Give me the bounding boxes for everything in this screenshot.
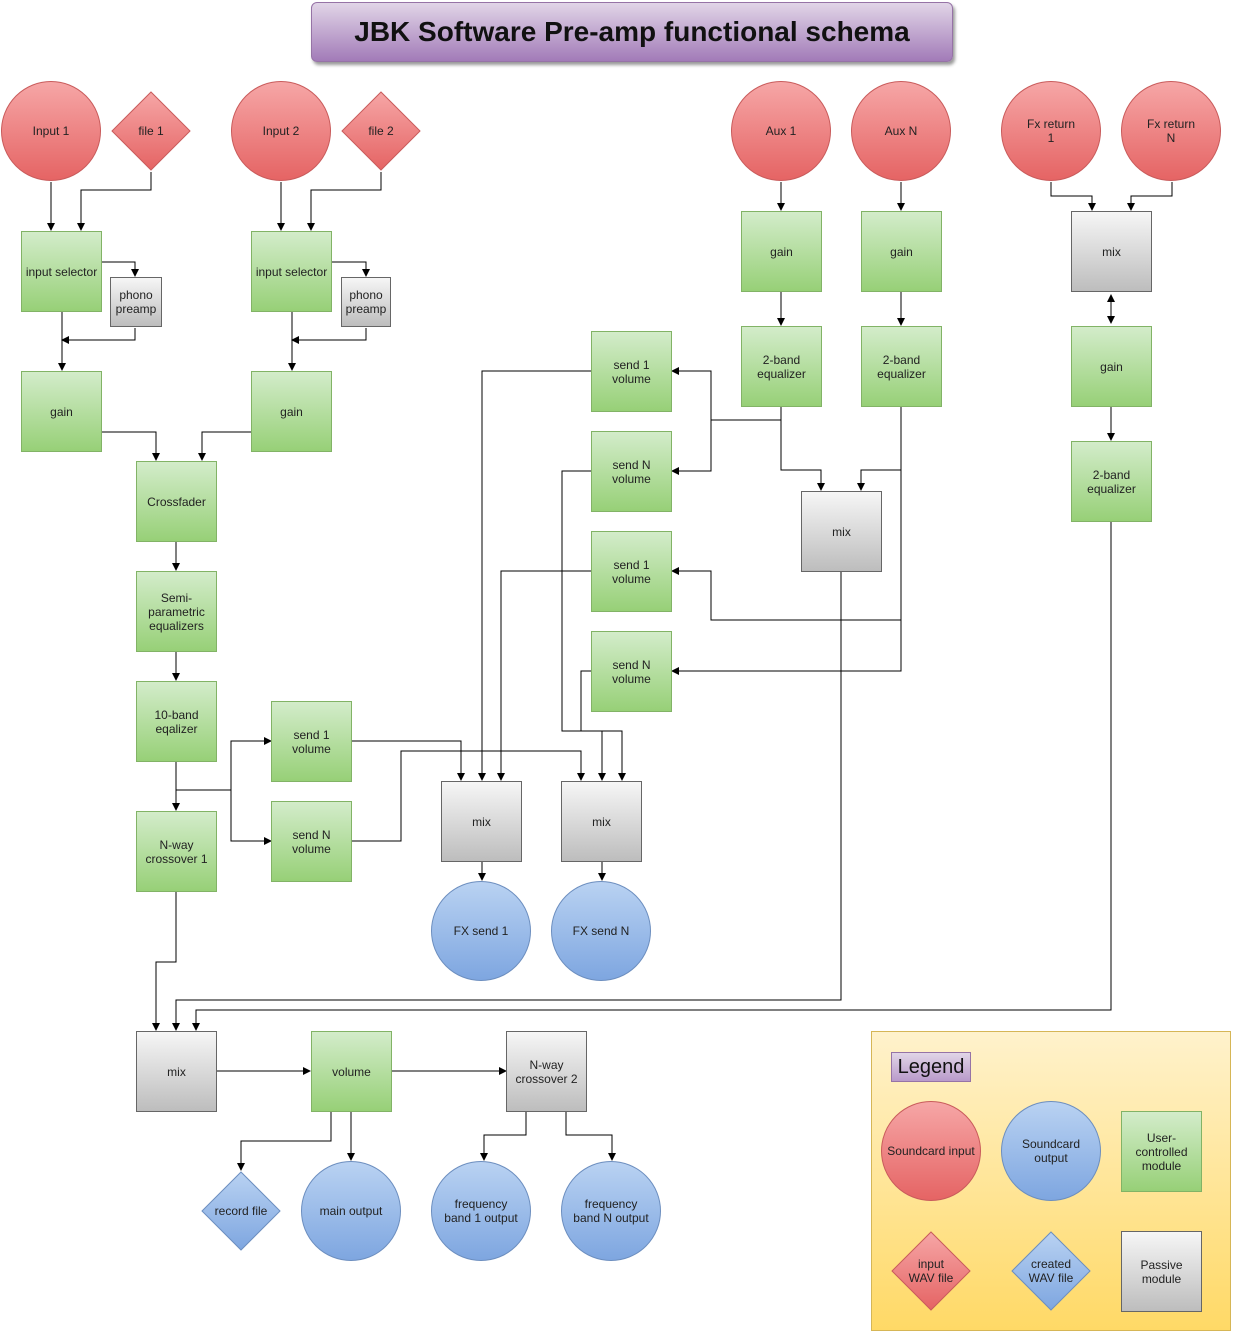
legend-soundcard-input: Soundcard input [881,1101,981,1201]
connector [671,407,902,675]
input-selector-1: input selector [21,231,102,312]
connector [291,328,367,344]
file-1-label: file 1 [138,124,164,138]
diamond-shape [891,1231,971,1311]
mix-aux: mix [801,491,882,572]
connector [152,892,177,1031]
gain-input-2: gain [251,371,332,452]
connector [561,470,606,781]
connector [332,261,370,277]
legend-input-wav-file: input WAV file [891,1231,971,1311]
connector [857,407,902,491]
two-band-equalizer-aux-1: 2-band equalizer [741,326,822,407]
connector [307,172,382,231]
diagram-title-text: JBK Software Pre-amp functional schema [354,16,910,47]
mix-fx-send-n: mix [561,781,642,862]
connector [1127,182,1173,211]
input-1-node: Input 1 [1,81,101,181]
connector [61,328,136,344]
diamond-shape [201,1171,281,1251]
phono-preamp-2: phono preamp [341,277,391,327]
send-1-volume-main: send 1 volume [271,701,352,782]
connector [480,1112,527,1161]
semi-parametric-equalizers: Semi- parametric equalizers [136,571,217,652]
send-n-volume-aux-1: send N volume [591,431,672,512]
connector [198,431,251,461]
send-n-volume-main: send N volume [271,801,352,882]
gain-fx-return: gain [1071,326,1152,407]
send-n-volume-aux-n: send N volume [591,631,672,712]
n-way-crossover-1: N-way crossover 1 [136,811,217,892]
n-way-crossover-2: N-way crossover 2 [506,1031,587,1112]
file-2-label: file 2 [368,124,394,138]
connector [102,261,139,277]
main-output: main output [301,1161,401,1261]
connector [580,670,626,781]
connector [497,570,591,781]
gain-input-1: gain [21,371,102,452]
record-file-label: record file [214,1204,268,1218]
connector [192,522,1112,1031]
mix-fx-send-1: mix [441,781,522,862]
diamond-shape [111,91,191,171]
send-1-volume-aux-n: send 1 volume [591,531,672,612]
aux-1-node: Aux 1 [731,81,831,181]
ten-band-equalizer: 10-band eqalizer [136,681,217,762]
connector [102,431,160,461]
file-1-node: file 1 [111,91,191,171]
legend-user-controlled-module: User- controlled module [1121,1111,1202,1192]
diamond-shape [1011,1231,1091,1311]
legend-passive-module: Passive module [1121,1231,1202,1312]
connector [671,407,782,475]
connector [352,750,585,842]
input-selector-2: input selector [251,231,332,312]
record-file-node: record file [201,1171,281,1251]
frequency-band-n-output: frequency band N output [561,1161,661,1261]
legend-created-wav-file: created WAV file [1011,1231,1091,1311]
connector [352,740,465,781]
legend-title: Legend [891,1052,971,1082]
fx-send-n-output: FX send N [551,881,651,981]
legend-input-wav-label: input WAV file [908,1257,954,1285]
crossfader: Crossfader [136,461,217,542]
gain-aux-1: gain [741,211,822,292]
input-2-node: Input 2 [231,81,331,181]
connector [1050,182,1096,211]
connector [172,572,842,1031]
connector [565,1112,616,1161]
frequency-band-1-output: frequency band 1 output [431,1161,531,1261]
two-band-equalizer-aux-n: 2-band equalizer [861,326,942,407]
legend-created-wav-label: created WAV file [1028,1257,1074,1285]
connector [780,407,825,491]
mix-fx-return: mix [1071,211,1152,292]
fx-return-n-node: Fx return N [1121,81,1221,181]
fx-send-1-output: FX send 1 [431,881,531,981]
send-1-volume-aux-1: send 1 volume [591,331,672,412]
legend-soundcard-output: Soundcard output [1001,1101,1101,1201]
mix-main: mix [136,1031,217,1112]
connector [77,172,152,231]
connector [237,1112,332,1171]
diagram-title: JBK Software Pre-amp functional schema [311,2,953,62]
two-band-equalizer-fx-return: 2-band equalizer [1071,441,1152,522]
gain-aux-n: gain [861,211,942,292]
file-2-node: file 2 [341,91,421,171]
connector [175,762,272,845]
diamond-shape [341,91,421,171]
fx-return-1-node: Fx return 1 [1001,81,1101,181]
connector [478,370,591,781]
aux-n-node: Aux N [851,81,951,181]
phono-preamp-1: phono preamp [110,277,162,327]
volume-main: volume [311,1031,392,1112]
